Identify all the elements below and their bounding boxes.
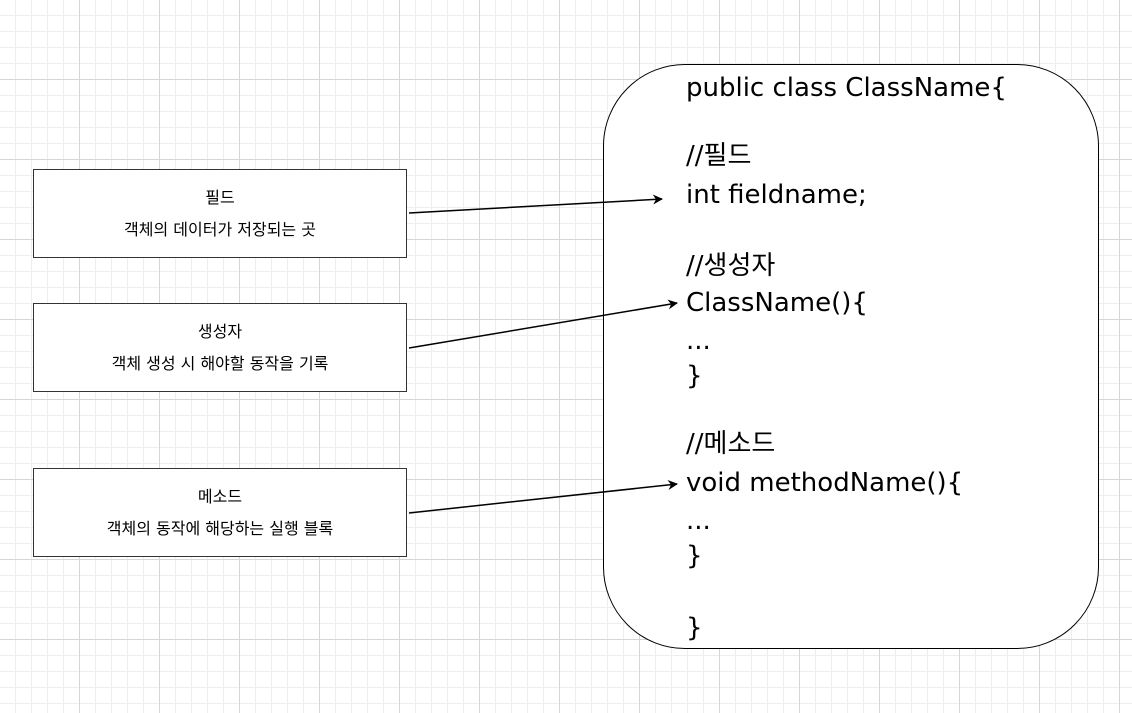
arrow-method xyxy=(408,479,678,514)
method-title: 메소드 xyxy=(197,487,243,506)
code-class-header: public class ClassName{ xyxy=(686,73,1007,103)
method-description: 객체의 동작에 해당하는 실행 블록 xyxy=(106,519,334,538)
code-ctor-body: ... xyxy=(686,326,711,356)
code-class-close: } xyxy=(686,613,703,643)
code-method-comment: //메소드 xyxy=(686,429,776,459)
class-container-box xyxy=(603,64,1099,649)
code-field-comment: //필드 xyxy=(686,141,752,171)
method-description-box: 메소드 객체의 동작에 해당하는 실행 블록 xyxy=(33,468,407,557)
constructor-description: 객체 생성 시 해야할 동작을 기록 xyxy=(111,354,329,373)
field-title: 필드 xyxy=(205,188,235,207)
code-ctor-decl: ClassName(){ xyxy=(686,288,868,318)
code-method-body: ... xyxy=(686,506,711,536)
field-description: 객체의 데이터가 저장되는 곳 xyxy=(124,220,316,239)
constructor-description-box: 생성자 객체 생성 시 해야할 동작을 기록 xyxy=(33,303,407,392)
constructor-title: 생성자 xyxy=(197,322,243,341)
field-description-box: 필드 객체의 데이터가 저장되는 곳 xyxy=(33,169,407,258)
code-method-decl: void methodName(){ xyxy=(686,468,964,498)
code-field-decl: int fieldname; xyxy=(686,180,867,210)
code-ctor-comment: //생성자 xyxy=(686,251,776,281)
arrow-constructor xyxy=(408,299,678,349)
code-ctor-close: } xyxy=(686,361,703,391)
arrow-field xyxy=(408,194,663,214)
code-method-close: } xyxy=(686,541,703,571)
